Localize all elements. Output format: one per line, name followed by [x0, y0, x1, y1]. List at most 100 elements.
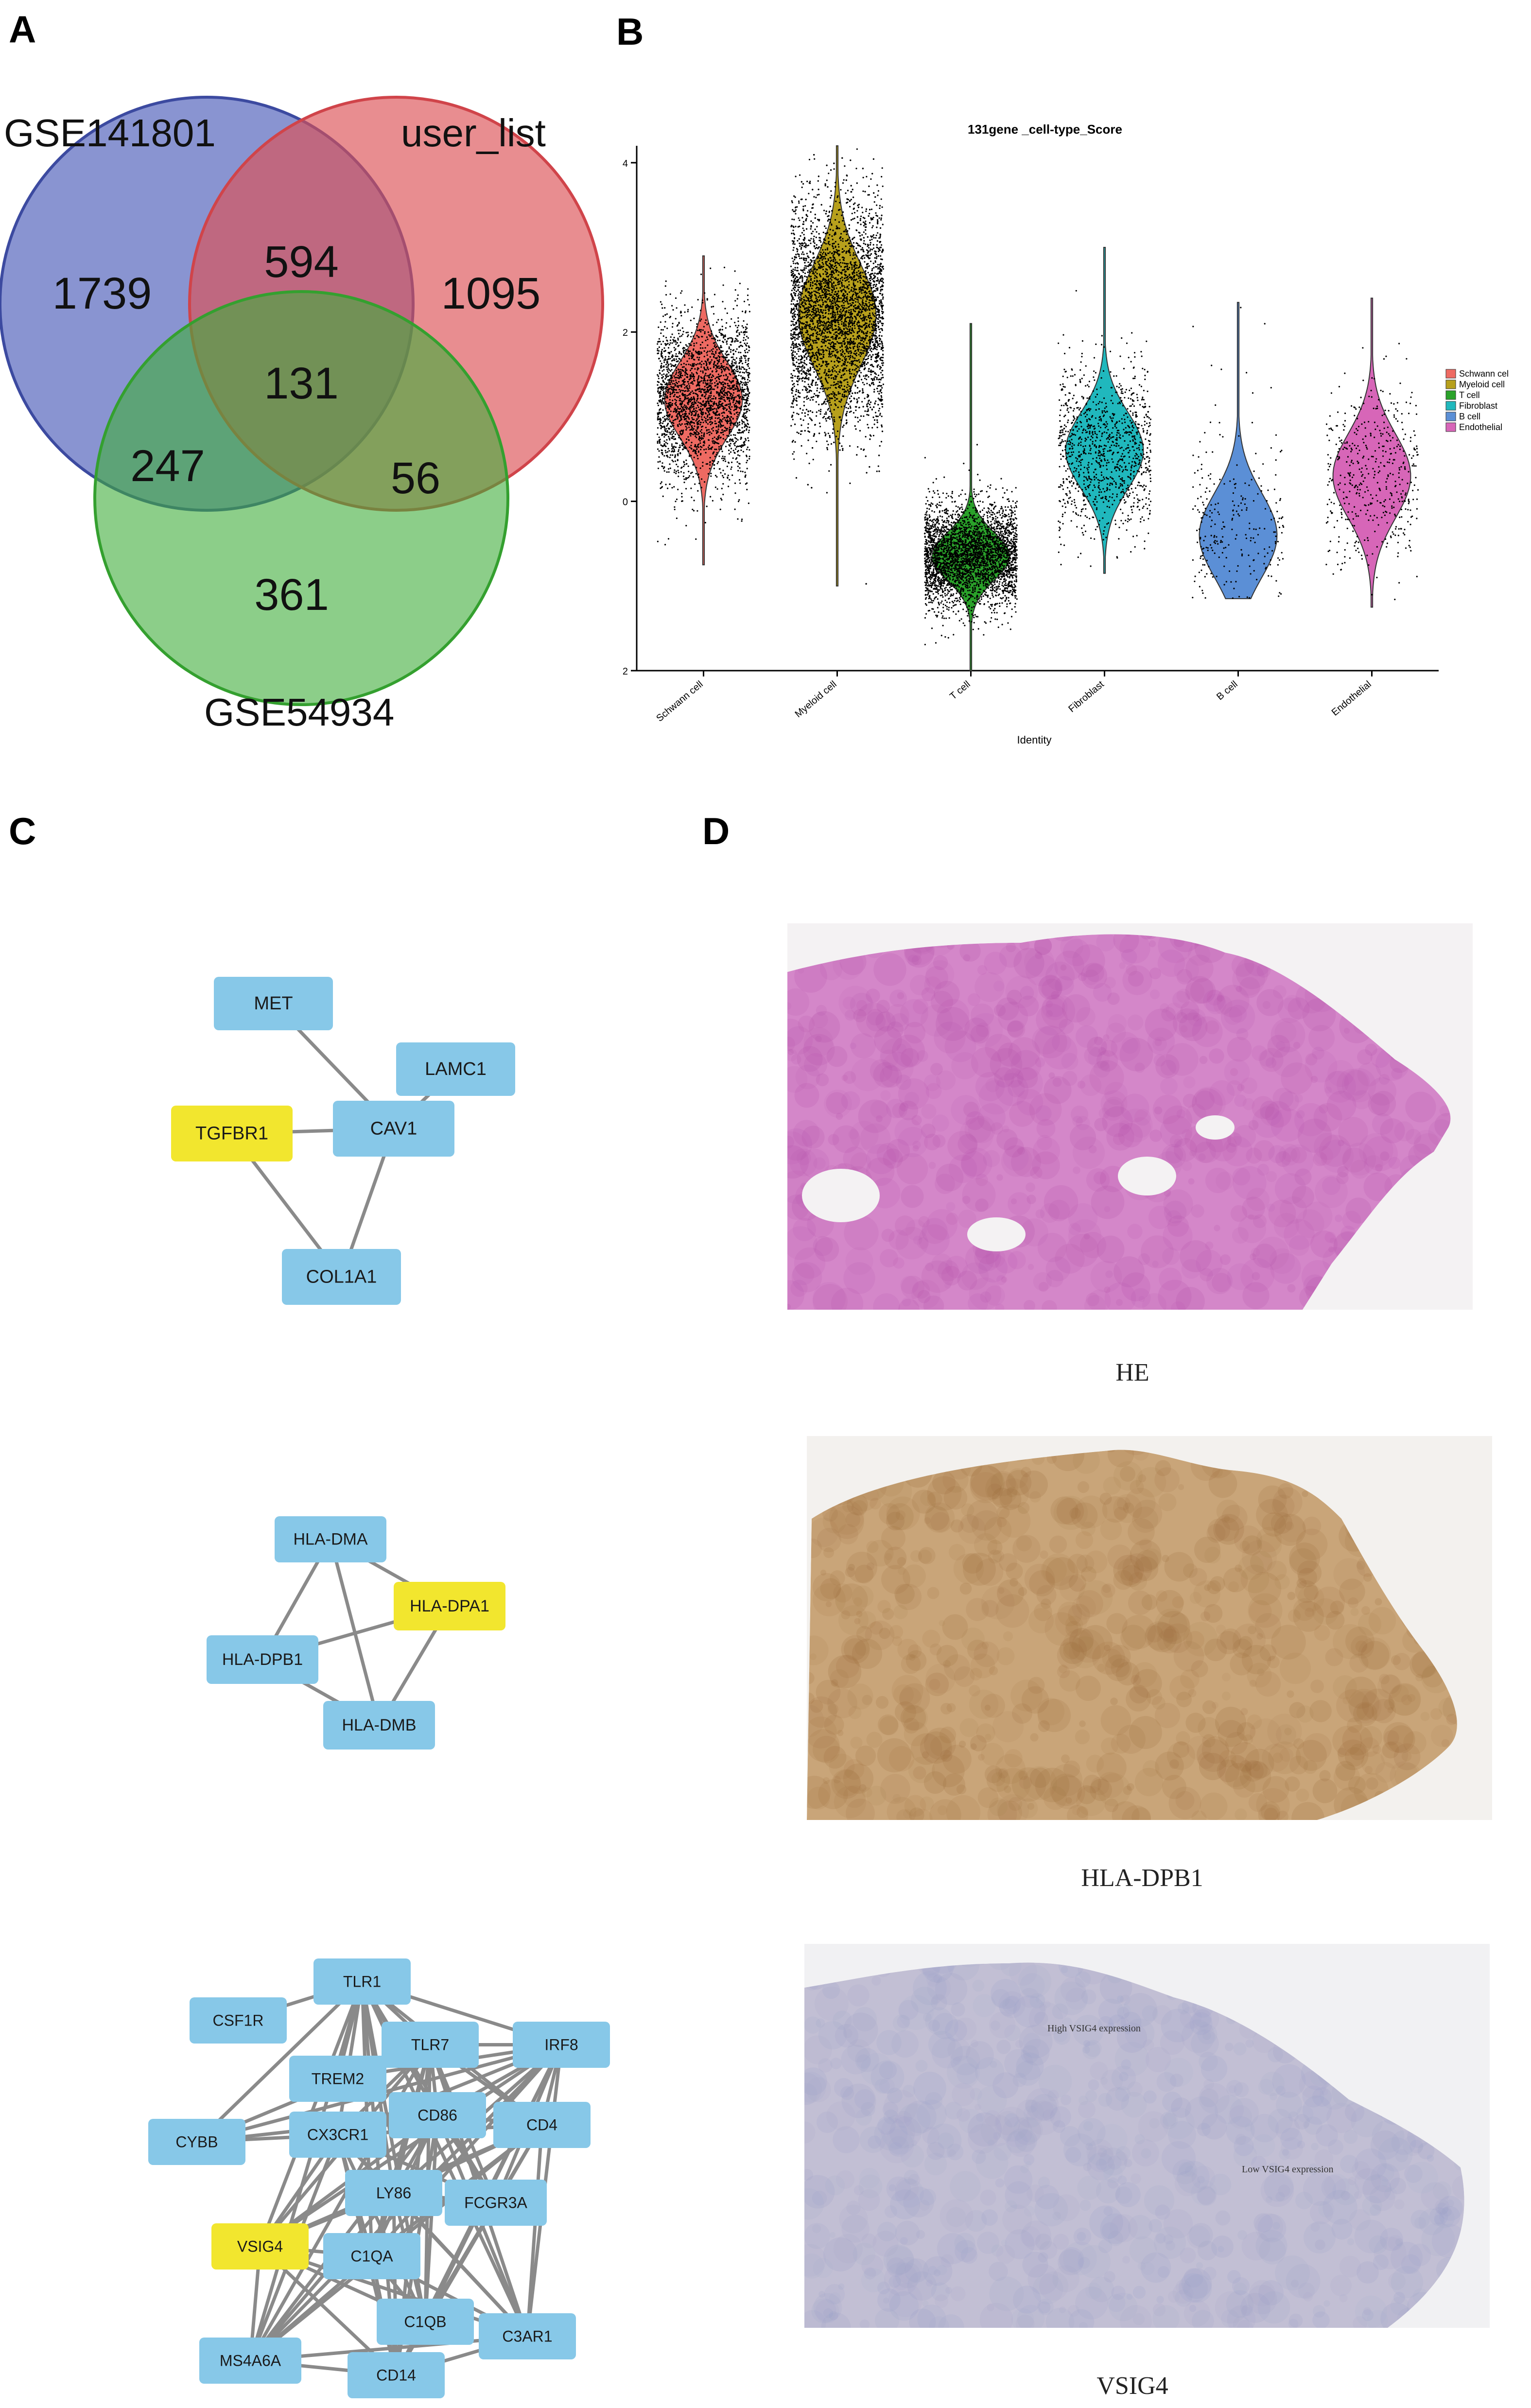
caption-hla-dpb1: HLA-DPB1	[1081, 1864, 1203, 1892]
legend-label: Fibroblast	[1459, 401, 1497, 411]
panel-label-b: B	[616, 10, 644, 53]
gene-label: CYBB	[175, 2133, 218, 2151]
venn-label-gse54934: GSE54934	[204, 691, 395, 734]
gene-label: TREM2	[312, 2070, 364, 2088]
gene-node-c1qb: C1QB	[377, 2299, 474, 2345]
legend-label: Endothelial	[1459, 422, 1502, 432]
legend-label: T cell	[1459, 390, 1480, 400]
legend-swatch	[1445, 412, 1456, 421]
network-edge	[195, 1980, 364, 2144]
gene-label: C3AR1	[502, 2328, 552, 2345]
legend-label: B cell	[1459, 412, 1480, 421]
gene-label: CX3CR1	[307, 2126, 368, 2144]
gene-node-cav1: CAV1	[333, 1101, 454, 1157]
x-tick-label: T cell	[948, 679, 972, 702]
venn-value-gse141801-userlist: 594	[264, 237, 339, 287]
network-edge	[259, 2043, 562, 2248]
legend-swatch	[1445, 369, 1456, 379]
gene-label: CAV1	[370, 1119, 417, 1139]
y-tick-label: 2	[623, 666, 628, 677]
gene-label: CD4	[526, 2116, 557, 2134]
gene-label: MET	[254, 993, 293, 1014]
chart-title: 131gene _cell-type_Score	[968, 122, 1122, 137]
network-edge	[392, 2192, 529, 2338]
gene-node-hla-dma: HLA-DMA	[275, 1516, 386, 1562]
gene-node-fcgr3a: FCGR3A	[445, 2180, 547, 2226]
gene-label: TLR1	[343, 1973, 381, 1991]
gene-label: MS4A6A	[220, 2352, 281, 2370]
gene-node-csf1r: CSF1R	[190, 1997, 287, 2044]
gene-label: TLR7	[411, 2036, 449, 2054]
venn-value-only-gse141801: 1739	[52, 269, 152, 318]
violin-points-fibroblast	[1058, 290, 1152, 567]
gene-label: COL1A1	[306, 1267, 377, 1287]
network-edge	[423, 2115, 439, 2322]
gene-node-met: MET	[214, 977, 333, 1030]
network-edge	[370, 2044, 563, 2257]
y-tick-label: 2	[623, 328, 628, 338]
panel-label-a: A	[9, 8, 36, 51]
violin-points-endothelial	[1325, 343, 1419, 601]
gene-node-cd14: CD14	[348, 2352, 445, 2398]
gene-label: C1QA	[350, 2248, 393, 2265]
gene-node-lamc1: LAMC1	[396, 1042, 515, 1096]
venn-value-all-three: 131	[264, 359, 339, 408]
x-tick-label: B cell	[1215, 679, 1240, 702]
legend-swatch	[1445, 380, 1456, 389]
gene-node-tlr1: TLR1	[313, 1958, 411, 2005]
violin-points-b-cell	[1192, 307, 1285, 599]
gene-label: HLA-DMB	[342, 1716, 416, 1734]
x-tick-label: Fibroblast	[1066, 679, 1106, 715]
gene-label: HLA-DPB1	[222, 1650, 303, 1669]
gene-label: CD14	[376, 2367, 416, 2384]
gene-label: CSF1R	[213, 2012, 264, 2029]
gene-node-cx3cr1: CX3CR1	[289, 2112, 386, 2158]
gene-node-ms4a6a: MS4A6A	[199, 2338, 301, 2384]
gene-label: VSIG4	[237, 2238, 283, 2255]
gene-label: LY86	[376, 2184, 411, 2202]
x-axis-label: Identity	[1017, 734, 1052, 746]
histology-hla-dpb1-image	[807, 1436, 1492, 1820]
venn-value-only-gse54934: 361	[254, 570, 329, 620]
violin-b-cell	[1199, 302, 1278, 599]
legend-label: Schwann cel	[1459, 369, 1509, 379]
gene-label: HLA-DPA1	[410, 1597, 489, 1615]
violin-points-t-cell	[923, 444, 1018, 645]
legend-swatch	[1445, 422, 1456, 432]
violin-schwann-cell	[664, 255, 743, 566]
gene-node-cd86: CD86	[389, 2092, 486, 2138]
legend-swatch	[1445, 401, 1456, 411]
x-tick-label: Myeloid cell	[793, 679, 839, 720]
gene-label: HLA-DMA	[293, 1530, 367, 1549]
gene-label: FCGR3A	[464, 2194, 527, 2212]
venn-value-userlist-gse54934: 56	[391, 453, 440, 503]
caption-he: HE	[1115, 1359, 1149, 1386]
y-tick-label: 4	[623, 158, 628, 169]
gene-node-cybb: CYBB	[148, 2119, 245, 2165]
y-tick-label: 0	[623, 497, 628, 508]
violin-endothelial	[1332, 297, 1411, 608]
gene-node-tlr7: TLR7	[382, 2022, 479, 2068]
gene-label: IRF8	[544, 2036, 578, 2054]
panel-label-c: C	[9, 810, 36, 852]
gene-node-hla-dpa1: HLA-DPA1	[394, 1582, 505, 1630]
network-edge	[249, 2192, 395, 2362]
violin-points-myeloid-cell	[790, 148, 884, 585]
legend-swatch	[1445, 390, 1456, 400]
panel-label-d: D	[702, 810, 730, 852]
gene-node-col1a1: COL1A1	[282, 1249, 401, 1305]
gene-node-cd4: CD4	[493, 2102, 591, 2148]
gene-label: TGFBR1	[195, 1124, 268, 1144]
network-edges	[261, 1538, 452, 1727]
x-tick-label: Schwann cell	[654, 679, 705, 724]
histology-he-image	[787, 923, 1473, 1310]
gene-node-vsig4: VSIG4	[211, 2223, 309, 2269]
gene-node-ly86: LY86	[345, 2170, 442, 2216]
annotation-low-vsig4: Low VSIG4 expression	[1242, 2164, 1334, 2175]
venn-value-gse141801-gse54934: 247	[130, 441, 205, 491]
gene-node-c1qa: C1QA	[323, 2233, 420, 2279]
